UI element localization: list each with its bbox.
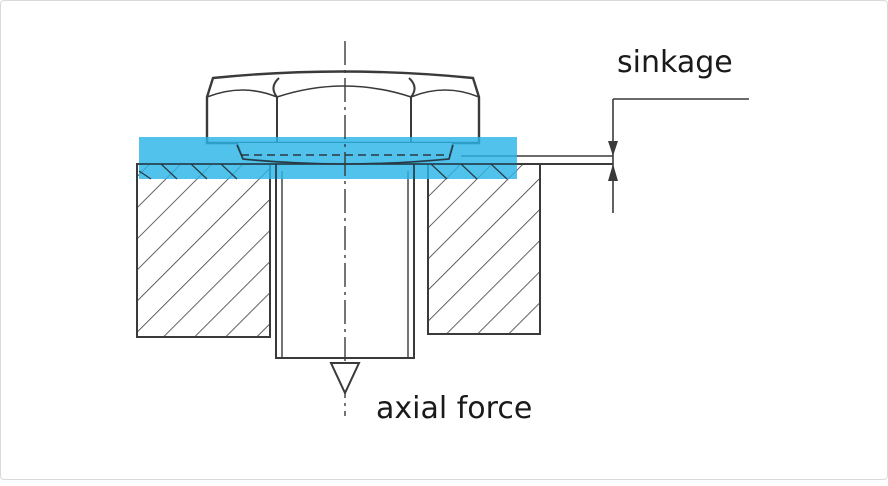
axial-force-arrow — [329, 362, 361, 396]
contact-zone-highlight — [139, 137, 517, 179]
axial-force-label: axial force — [376, 391, 533, 426]
left-clamped-part — [136, 163, 271, 338]
right-clamped-part — [427, 163, 541, 335]
sinkage-label: sinkage — [617, 45, 733, 80]
sinkage-dimension — [608, 98, 749, 213]
contact-zone-lines — [138, 144, 517, 180]
